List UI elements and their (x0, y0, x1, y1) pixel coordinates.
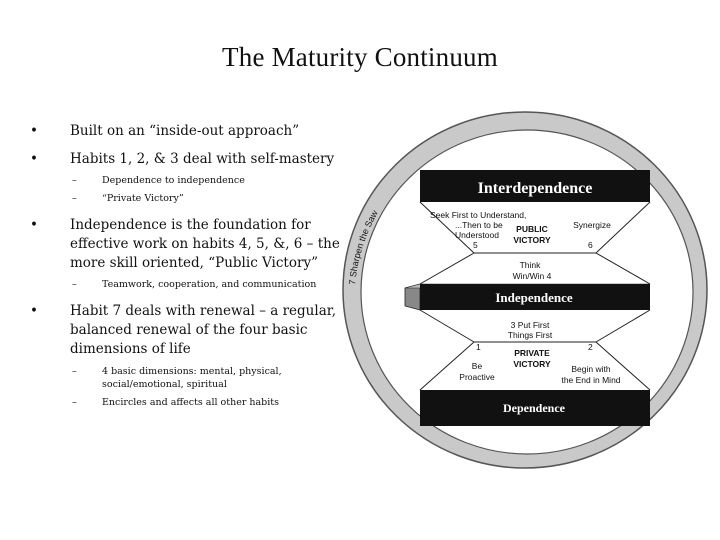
independence-band (420, 284, 650, 310)
bullet-text: Habit 7 deals with renewal – a regular, … (70, 303, 337, 357)
sub-bullet-marker: – (72, 397, 77, 408)
public-victory-group: Seek First to Understand, ...Then to be … (430, 210, 611, 281)
habit-2-number: 2 (588, 342, 593, 352)
interdependence-label: Interdependence (478, 180, 593, 197)
think-win-line2: Win/Win 4 (513, 271, 552, 281)
sub-bullet-item: – “Private Victory” (30, 192, 350, 205)
sub-bullet-text: “Private Victory” (102, 193, 184, 204)
bullet-marker: • (30, 151, 38, 167)
synergize-label: Synergize (573, 220, 611, 230)
seek-first-line3: Understood (455, 230, 499, 240)
habit-1-number: 1 (476, 342, 481, 352)
sub-bullet-marker: – (72, 279, 77, 290)
bullet-text: Built on an “inside-out approach” (70, 123, 300, 139)
independence-label: Independence (495, 290, 573, 305)
sub-bullet-item: – Teamwork, cooperation, and communicati… (30, 278, 350, 291)
public-victory-line2: VICTORY (513, 235, 551, 245)
bullet-marker: • (30, 217, 38, 233)
page-title: The Maturity Continuum (222, 42, 498, 72)
habit-6-number: 6 (588, 240, 593, 250)
think-win-line1: Think (520, 260, 542, 270)
dependence-band (420, 390, 650, 426)
begin-end-line2: the End in Mind (561, 375, 620, 385)
bullet-marker: • (30, 303, 38, 319)
bullet-item: • Habit 7 deals with renewal – a regular… (30, 302, 350, 359)
sub-bullet-text: Encircles and affects all other habits (102, 397, 279, 408)
sub-bullet-item: – 4 basic dimensions: mental, physical, … (30, 365, 350, 391)
bullet-item: • Independence is the foundation for eff… (30, 216, 350, 273)
be-proactive-line2: Proactive (459, 372, 495, 382)
sub-bullet-marker: – (72, 193, 77, 204)
sub-bullet-text: 4 basic dimensions: mental, physical, so… (102, 366, 282, 390)
be-proactive-line1: Be (472, 361, 483, 371)
seek-first-line2: ...Then to be (455, 220, 503, 230)
bullet-text: Independence is the foundation for effec… (70, 217, 340, 271)
bullet-item: • Built on an “inside-out approach” (30, 122, 350, 141)
put-first-line2: Things First (508, 330, 553, 340)
public-victory-line1: PUBLIC (516, 224, 548, 234)
sub-bullet-item: – Dependence to independence (30, 174, 350, 187)
private-victory-line2: VICTORY (513, 359, 551, 369)
private-victory-group: 3 Put First Things First 1 2 PRIVATE VIC… (459, 320, 621, 385)
bullet-marker: • (30, 123, 38, 139)
sub-bullet-marker: – (72, 366, 77, 377)
habit-5-number: 5 (473, 240, 478, 250)
maturity-continuum-diagram: Interdependence Independence Dependence … (342, 111, 708, 469)
put-first-line1: 3 Put First (511, 320, 550, 330)
connector-lines (419, 201, 651, 391)
sub-bullet-text: Teamwork, cooperation, and communication (102, 279, 317, 290)
interdependence-band (420, 170, 650, 202)
sub-bullet-item: – Encircles and affects all other habits (30, 396, 350, 409)
seek-first-line1: Seek First to Understand, (430, 210, 526, 220)
bullet-list: • Built on an “inside-out approach” • Ha… (30, 122, 350, 414)
begin-end-line1: Begin with (571, 364, 610, 374)
dependence-label: Dependence (503, 401, 566, 415)
sub-bullet-marker: – (72, 175, 77, 186)
bullet-text: Habits 1, 2, & 3 deal with self-mastery (70, 151, 335, 167)
bullet-item: • Habits 1, 2, & 3 deal with self-master… (30, 150, 350, 169)
sub-bullet-text: Dependence to independence (102, 175, 245, 186)
private-victory-line1: PRIVATE (514, 348, 550, 358)
